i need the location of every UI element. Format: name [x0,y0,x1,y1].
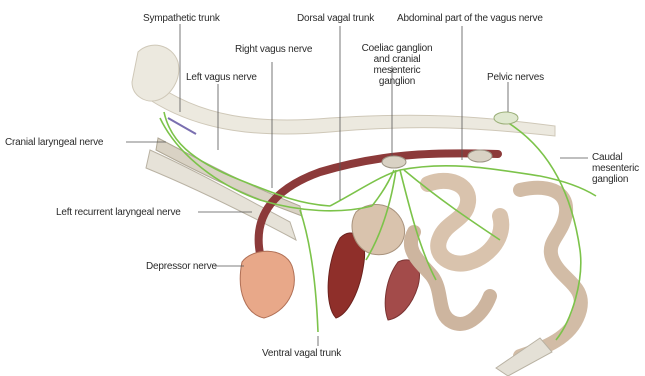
celiac-ganglion [382,156,406,168]
label-sympathetic-trunk: Sympathetic trunk [143,13,220,24]
label-left-vagus: Left vagus nerve [186,72,257,83]
label-ventral-vagal-trunk: Ventral vagal trunk [262,348,341,359]
label-pelvic-nerves: Pelvic nerves [487,72,544,83]
intestines-upper [428,181,501,264]
rectum [496,338,552,376]
ventral-vagal-line [300,210,318,332]
caudal-mesenteric-ganglion [468,150,492,162]
pelvic-ganglion [494,112,518,124]
label-cranial-laryngeal: Cranial laryngeal nerve [5,137,103,148]
label-caudal-mesenteric: Caudal mesenteric ganglion [592,152,642,185]
spleen [385,260,419,320]
heart [240,251,294,318]
label-abdominal-vagus: Abdominal part of the vagus nerve [397,13,543,24]
intestines-lower [411,232,490,324]
vertebral-column [150,80,555,136]
label-dorsal-vagal-trunk: Dorsal vagal trunk [297,13,374,24]
pelvic-nerve-line [500,118,581,340]
skull [132,45,179,101]
stomach [352,204,405,254]
label-left-recurrent-laryngeal: Left recurrent laryngeal nerve [56,207,181,218]
label-right-vagus: Right vagus nerve [235,44,312,55]
label-depressor-nerve: Depressor nerve [146,261,217,272]
label-celiac-ganglion: Coeliac ganglion and cranial mesenteric … [355,43,439,87]
